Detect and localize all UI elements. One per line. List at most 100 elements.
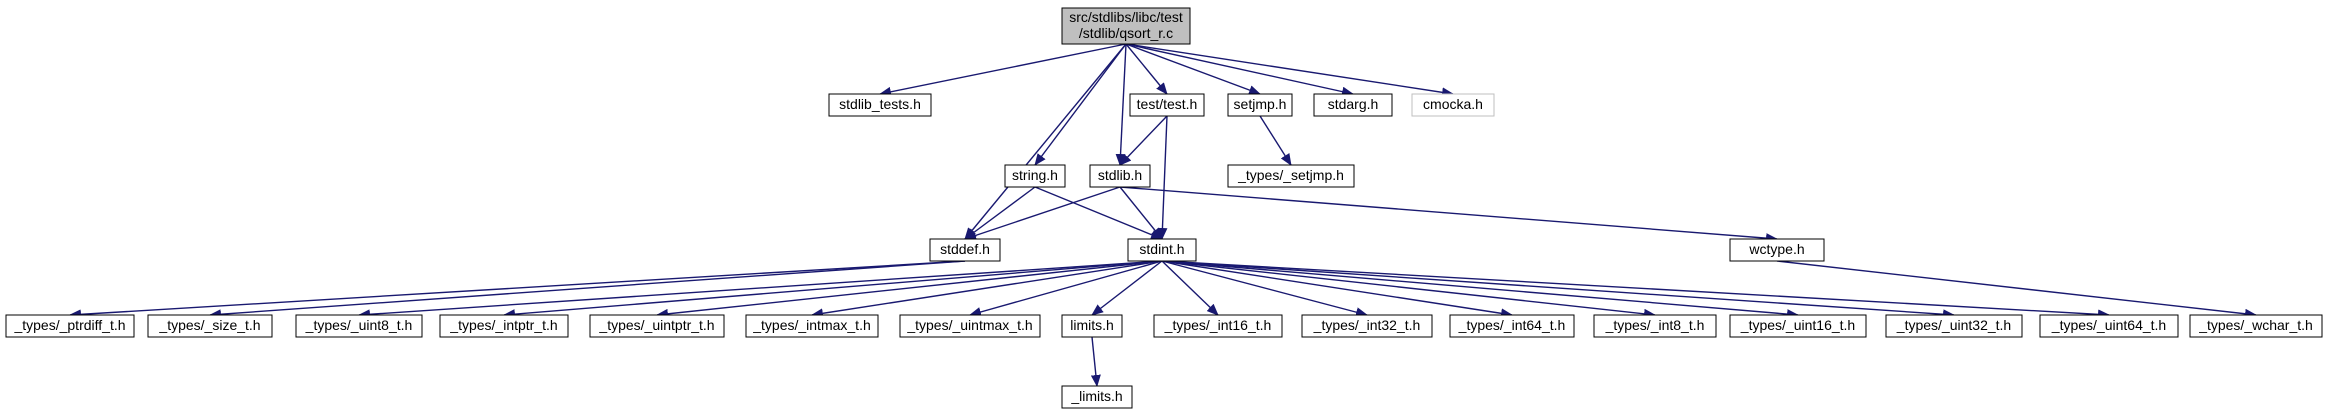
node-uint8[interactable]: _types/_uint8_t.h [295,314,423,338]
edge-stdlib-to-wctype [1119,186,1778,244]
node-box [1729,314,1867,338]
node-box [1885,314,2023,338]
node-box [899,314,1041,338]
node-size_t[interactable]: _types/_size_t.h [147,314,273,338]
node-root[interactable]: src/stdlibs/libc/test/stdlib/qsort_r.c [1061,7,1191,45]
node-stdarg[interactable]: stdarg.h [1313,93,1393,117]
edge-root-to-test [1125,43,1168,95]
node-label: cmocka.h [1423,96,1483,112]
node-box [589,314,725,338]
node-uintmax[interactable]: _types/_uintmax_t.h [899,314,1041,338]
edge-root-to-cmocka [1125,43,1454,98]
node-stddef[interactable]: stddef.h [929,238,1001,262]
node-intmax[interactable]: _types/_intmax_t.h [745,314,879,338]
node-box [1153,314,1283,338]
edge-stdint-to-uint32 [1161,260,1955,320]
node-box [1313,93,1393,117]
node-label: string.h [1012,167,1058,183]
node-cmocka[interactable]: cmocka.h [1411,93,1495,117]
node-uint16[interactable]: _types/_uint16_t.h [1729,314,1867,338]
node-int16[interactable]: _types/_int16_t.h [1153,314,1283,338]
node-box [1129,93,1205,117]
edge-stdint-to-uintmax [969,260,1163,317]
edge-test-to-stdlib [1119,115,1168,166]
node-label: _types/_intptr_t.h [449,317,557,333]
node-label: _types/_int16_t.h [1164,317,1272,333]
edge-stdint-to-limits [1091,260,1163,316]
edge-stdint-to-intptr [503,260,1163,320]
node-label: _limits.h [1070,388,1122,404]
edge-stdint-to-intmax [811,260,1163,319]
node-box [1227,164,1355,188]
node-box [2039,314,2179,338]
node-label: _types/_uint32_t.h [1896,317,2011,333]
node-box [929,238,1001,262]
node-box [1449,314,1575,338]
node-stdlib[interactable]: stdlib.h [1089,164,1151,188]
node-label: stddef.h [940,241,990,257]
node-box [295,314,423,338]
node-label: wctype.h [1748,241,1804,257]
edge-string-to-stddef [964,186,1036,240]
node-limits[interactable]: limits.h [1061,314,1123,338]
node-label: _types/_uint64_t.h [2051,317,2166,333]
node-label: _types/_int8_t.h [1605,317,1705,333]
node-int64[interactable]: _types/_int64_t.h [1449,314,1575,338]
node-box [439,314,569,338]
node-intptr[interactable]: _types/_intptr_t.h [439,314,569,338]
edge-stdint-to-int8 [1161,260,1656,319]
node-label: stdint.h [1139,241,1184,257]
edge-root-to-stdarg [1125,43,1354,97]
node-int8[interactable]: _types/_int8_t.h [1593,314,1717,338]
edge-root-to-stdlib_tests [879,43,1127,97]
edge-stddef-to-size_t [209,260,966,320]
node-label: _types/_wchar_t.h [2198,317,2313,333]
edge-stdint-to-uint64 [1161,260,2110,320]
node-ptrdiff[interactable]: _types/_ptrdiff_t.h [5,314,135,338]
node-label: stdarg.h [1328,96,1379,112]
node-uint32[interactable]: _types/_uint32_t.h [1885,314,2023,338]
edge-stdint-to-int64 [1161,260,1513,319]
edge-wctype-to-wchar [1776,260,2257,319]
node-label: _types/_setjmp.h [1237,167,1344,183]
node-box [2189,314,2323,338]
node-uintptr[interactable]: _types/_uintptr_t.h [589,314,725,338]
edge-test-to-stdint [1157,115,1168,240]
edge-root-to-stdlib [1115,43,1127,166]
node-label: stdlib.h [1098,167,1142,183]
node-label: src/stdlibs/libc/test [1069,9,1183,25]
node-_limits[interactable]: _limits.h [1061,385,1133,409]
node-stdlib_tests[interactable]: stdlib_tests.h [828,93,932,117]
node-int32[interactable]: _types/_int32_t.h [1301,314,1433,338]
node-uint64[interactable]: _types/_uint64_t.h [2039,314,2179,338]
node-label: _types/_uint8_t.h [305,317,413,333]
edge-root-to-string [1034,43,1127,166]
node-box [1089,164,1151,188]
edge-stdint-to-int32 [1161,260,1368,318]
node-box [1127,238,1197,262]
node-types_setjmp[interactable]: _types/_setjmp.h [1227,164,1355,188]
edge-stdint-to-int16 [1161,260,1219,316]
edge-root-to-setjmp [1125,43,1261,95]
edge-stdlib-to-stddef [964,186,1121,241]
node-box [1301,314,1433,338]
node-label: _types/_uint16_t.h [1740,317,1855,333]
edge-stdint-to-uintptr [656,260,1163,319]
node-test[interactable]: test/test.h [1129,93,1205,117]
edge-stddef-to-ptrdiff [69,260,966,320]
edge-string-to-stdint [1034,186,1163,240]
edge-stdlib-to-stdint [1119,186,1163,240]
node-stdint[interactable]: stdint.h [1127,238,1197,262]
node-label: stdlib_tests.h [839,96,921,112]
node-box [1729,238,1825,262]
node-label: limits.h [1070,317,1114,333]
edge-root-to-stddef [964,43,1127,240]
node-wchar[interactable]: _types/_wchar_t.h [2189,314,2323,338]
node-label: test/test.h [1137,96,1198,112]
node-label: _types/_ptrdiff_t.h [13,317,125,333]
edge-stdint-to-uint8 [358,260,1163,320]
node-string[interactable]: string.h [1004,164,1066,188]
node-setjmp[interactable]: setjmp.h [1227,93,1293,117]
node-wctype[interactable]: wctype.h [1729,238,1825,262]
